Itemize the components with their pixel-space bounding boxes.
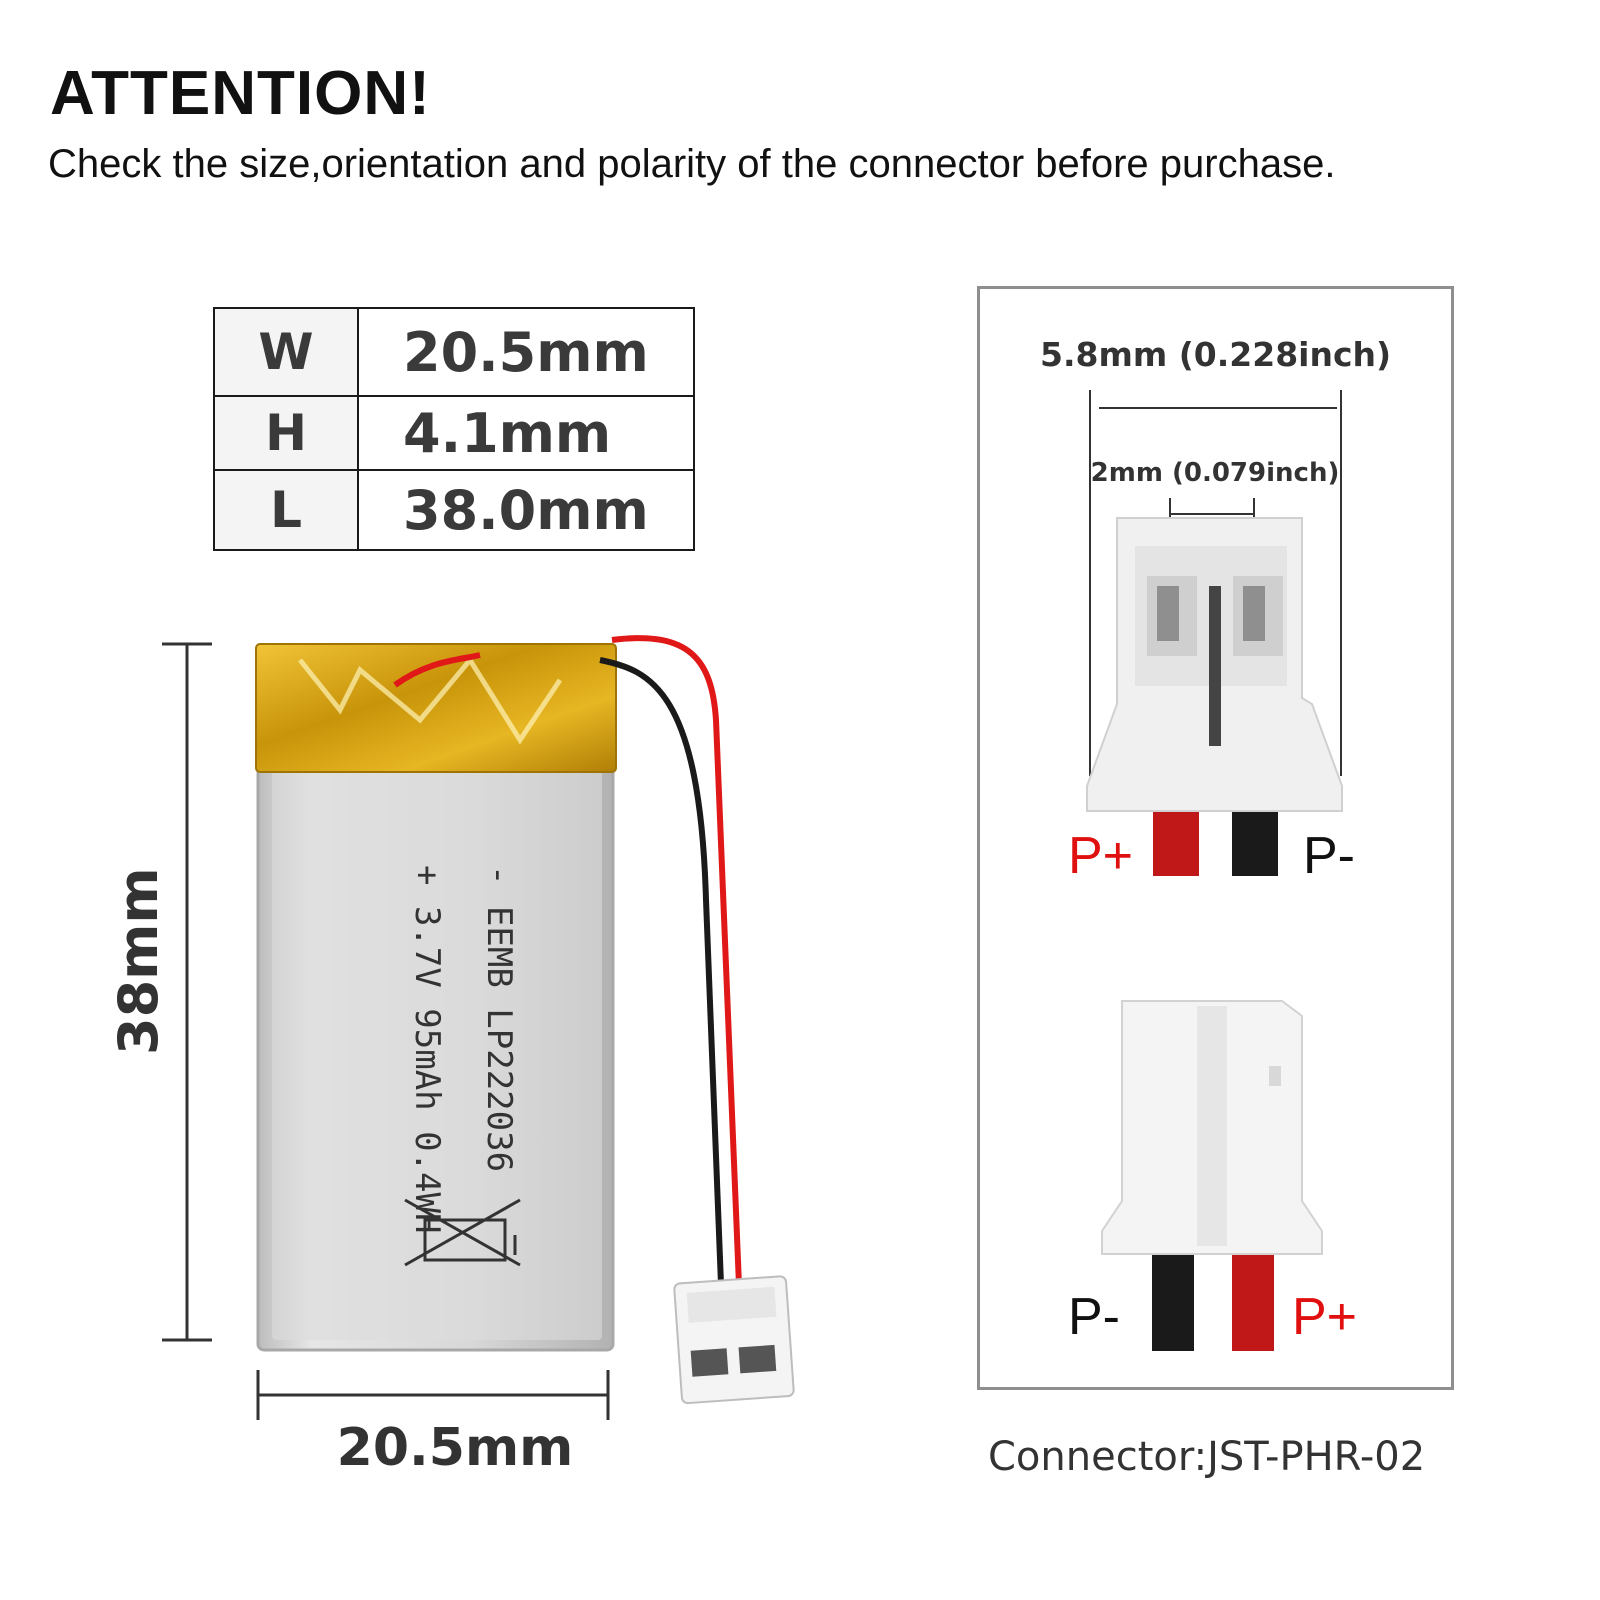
dimension-value: 4.1mm (357, 395, 695, 471)
connector-type-label: Connector:JST-PHR-02 (988, 1434, 1426, 1480)
battery-cell (255, 643, 617, 1352)
connector-outer-width-label: 5.8mm (0.228inch) (1040, 335, 1392, 374)
top-right-pin-label: P- (1303, 827, 1355, 885)
connector-panel (977, 286, 1454, 1390)
dimension-key: H (213, 395, 359, 471)
battery-height-label: 38mm (107, 867, 170, 1055)
red-wire (611, 635, 743, 1311)
waste-bin-icon (404, 1198, 521, 1267)
connector-pin-pitch-label: 2mm (0.079inch) (1090, 458, 1340, 488)
dimensions-table: W 20.5mm H 4.1mm L 38.0mm (213, 307, 695, 551)
battery-print: - EEMB LP222036 + 3.7V 95mAh 0.4WH (407, 865, 519, 1233)
dimension-value: 38.0mm (357, 469, 695, 551)
width-dimension-line (256, 1370, 610, 1420)
height-dimension-line (162, 642, 212, 1342)
dimension-key: L (213, 469, 359, 551)
connector-bottom-view (1101, 1000, 1323, 1351)
dimension-key: W (213, 307, 359, 397)
bottom-right-pin-label: P+ (1292, 1288, 1358, 1346)
top-left-pin-label: P+ (1068, 827, 1134, 885)
dimension-row-length: L 38.0mm (213, 469, 695, 551)
bottom-left-pin-label: P- (1068, 1288, 1120, 1346)
battery-print-line-1: - EEMB LP222036 (479, 865, 519, 1172)
dimension-row-height: H 4.1mm (213, 395, 695, 471)
battery-illustration: - EEMB LP222036 + 3.7V 95mAh 0.4WH (162, 635, 795, 1420)
connector-illustration (1086, 390, 1343, 1351)
connector-top-view (1086, 517, 1343, 876)
black-wire (599, 657, 725, 1311)
battery-width-label: 20.5mm (336, 1418, 574, 1478)
battery-print-line-2: + 3.7V 95mAh 0.4WH (407, 865, 447, 1233)
page-subtitle: Check the size,orientation and polarity … (48, 142, 1336, 186)
battery-connector (673, 1275, 795, 1405)
dimension-value: 20.5mm (357, 307, 695, 397)
page-title: ATTENTION! (50, 59, 431, 128)
dimension-row-width: W 20.5mm (213, 307, 695, 397)
